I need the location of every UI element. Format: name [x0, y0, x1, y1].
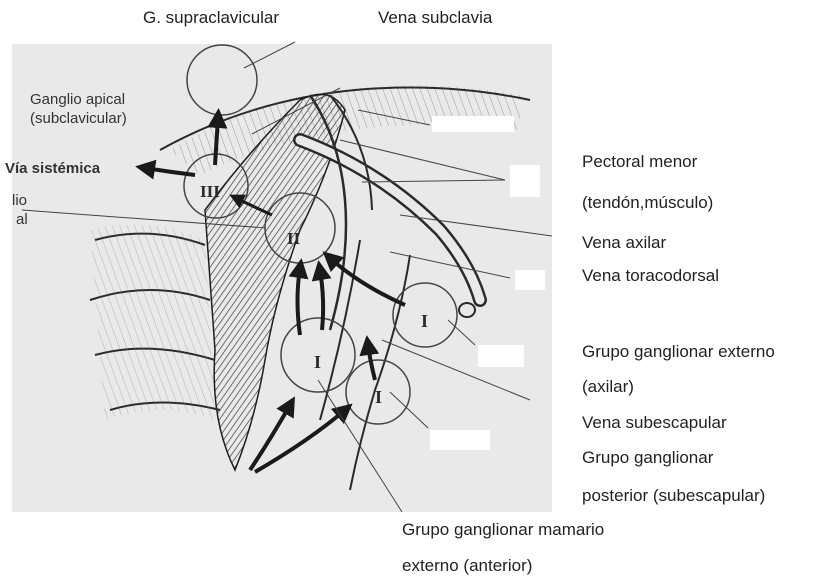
label-ganglio-fragment-1: lio	[12, 192, 27, 209]
numeral-level-one-center: I	[314, 352, 321, 372]
label-ganglio-apical-subclavicular: (subclavicular)	[30, 110, 127, 127]
mask-block-3	[515, 270, 545, 290]
numeral-level-one-right: I	[421, 311, 428, 331]
mask-block-4	[478, 345, 524, 367]
label-ganglio-fragment-2: al	[16, 211, 28, 228]
numeral-level-one-lower: I	[375, 387, 382, 407]
label-ganglio-apical: Ganglio apical	[30, 91, 125, 108]
mask-block-1	[432, 116, 514, 132]
rib-hatch-area	[90, 224, 215, 420]
axillary-vein-end	[459, 303, 475, 317]
numeral-level-three: III	[200, 182, 220, 201]
label-via-sistemica: Vía sistémica	[5, 160, 100, 177]
mask-block-5	[430, 430, 490, 450]
numeral-level-two: II	[287, 229, 301, 248]
mask-block-2	[510, 165, 540, 197]
